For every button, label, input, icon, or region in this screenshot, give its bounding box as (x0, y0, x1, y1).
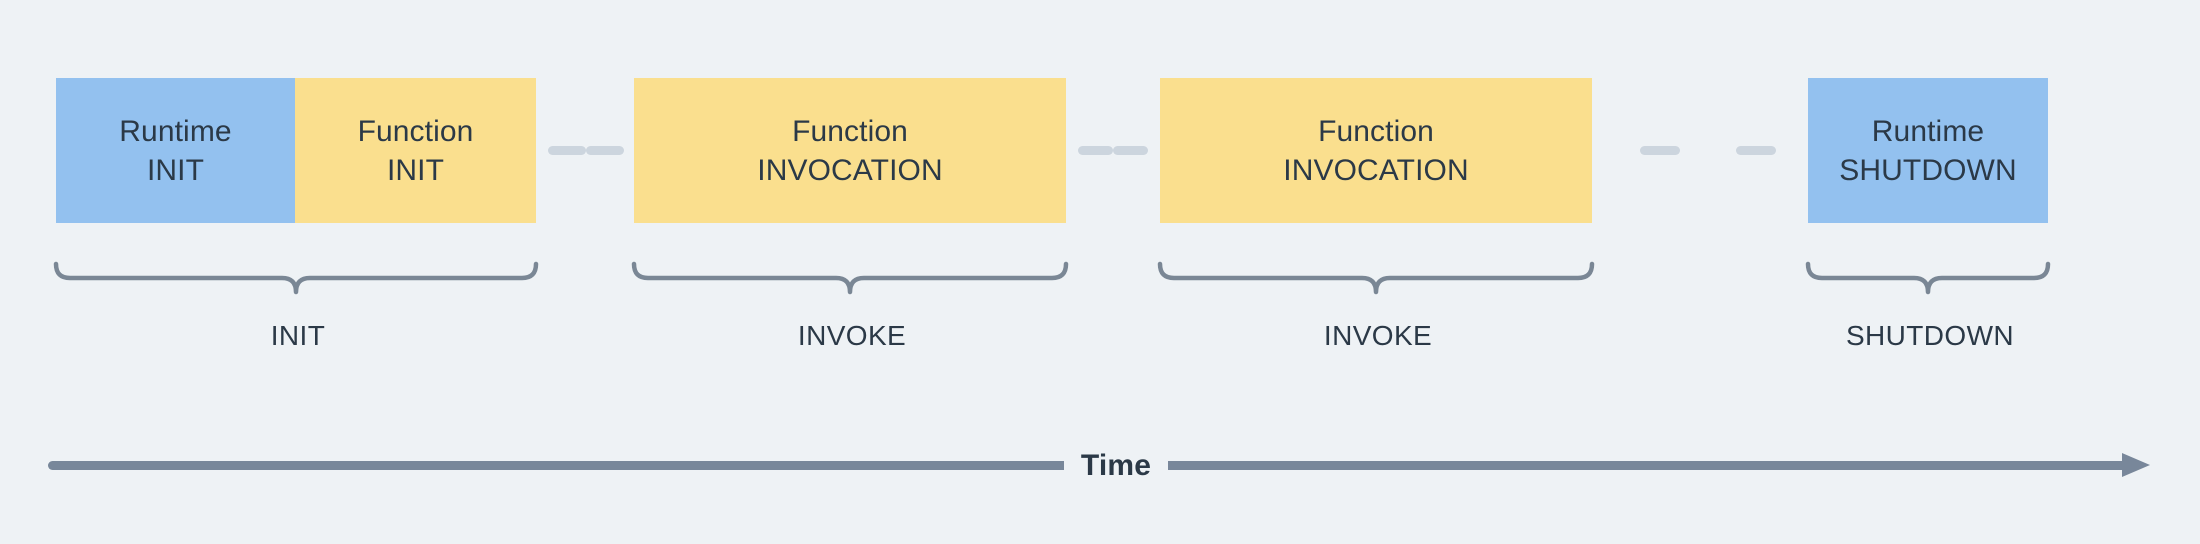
block-runtime-shutdown-line1: Runtime (1871, 114, 1985, 148)
phase-label-init: INIT (56, 320, 540, 352)
block-runtime-init-line2: INIT (146, 153, 205, 187)
connector-dash (1078, 146, 1113, 155)
phase-label-init-text: INIT (270, 320, 326, 351)
brace-shutdown (1805, 261, 2051, 295)
time-axis-line-right (1162, 461, 2130, 470)
brace-invoke-2 (1157, 261, 1595, 295)
phase-label-invoke-1-text: INVOKE (797, 320, 907, 351)
brace-init (53, 261, 539, 295)
block-runtime-init-line1: Runtime (119, 114, 232, 148)
connector-invoke-2-to-shutdown (1640, 146, 1776, 155)
block-function-invocation-1-line2: INVOCATION (757, 153, 943, 187)
time-axis: Time (0, 446, 2200, 494)
phase-label-shutdown-text: SHUTDOWN (1845, 320, 2015, 351)
time-axis-label: Time (1064, 446, 1168, 485)
time-arrowhead-icon (2122, 453, 2150, 477)
connector-dash (1736, 146, 1776, 155)
block-function-init-line2: INIT (386, 153, 445, 187)
block-function-invocation-1: Function INVOCATION (634, 78, 1066, 223)
block-function-invocation-1-line1: Function (792, 114, 908, 148)
block-runtime-shutdown-line2: SHUTDOWN (1839, 153, 2017, 187)
block-function-init: Function INIT (295, 78, 536, 223)
phase-label-invoke-2-text: INVOKE (1323, 320, 1433, 351)
phase-label-invoke-2: INVOKE (1160, 320, 1596, 352)
block-runtime-shutdown: Runtime SHUTDOWN (1808, 78, 2048, 223)
connector-dash (586, 146, 624, 155)
connector-init-to-invoke-1 (548, 146, 624, 155)
block-function-init-line1: Function (357, 114, 474, 148)
brace-invoke-1 (631, 261, 1069, 295)
block-function-invocation-2-line2: INVOCATION (1283, 153, 1469, 187)
block-function-invocation-2: Function INVOCATION (1160, 78, 1592, 223)
block-function-invocation-2-line1: Function (1318, 114, 1434, 148)
phase-label-invoke-1: INVOKE (634, 320, 1070, 352)
connector-invoke-1-to-invoke-2 (1078, 146, 1148, 155)
phase-label-shutdown: SHUTDOWN (1808, 320, 2052, 352)
connector-dash (1113, 146, 1148, 155)
connector-dash (1640, 146, 1680, 155)
time-axis-line-left (48, 461, 1070, 470)
connector-dash (548, 146, 586, 155)
block-runtime-init: Runtime INIT (56, 78, 295, 223)
